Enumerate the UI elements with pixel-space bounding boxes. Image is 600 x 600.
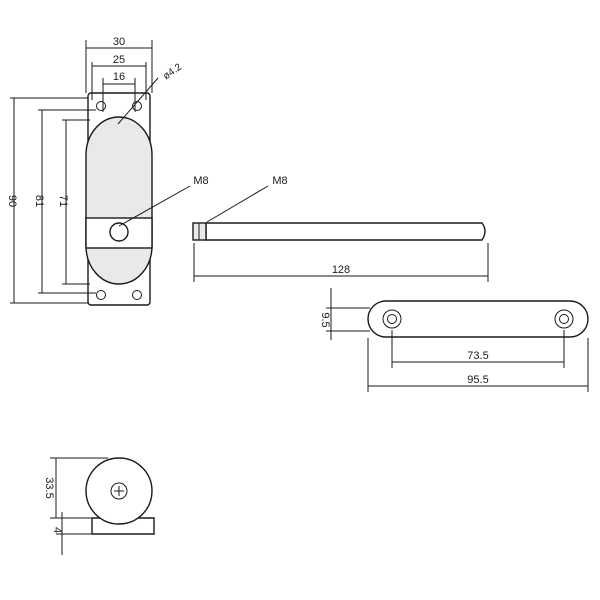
dim-height-71: 71 bbox=[57, 195, 69, 207]
label-m8-rod: M8 bbox=[272, 175, 287, 187]
plate-hole-right bbox=[559, 314, 569, 324]
plate-view: 9.5 73.5 95.5 bbox=[319, 288, 589, 392]
dim-width-30: 30 bbox=[113, 36, 125, 48]
side-hex-socket bbox=[110, 482, 128, 500]
plate-body bbox=[367, 300, 589, 338]
side-view: 33.5 4 bbox=[43, 457, 155, 555]
dim-width-16: 16 bbox=[113, 71, 125, 83]
dim-side-base: 4 bbox=[51, 527, 63, 533]
dim-hole-diameter: ø4.2 bbox=[161, 61, 184, 82]
dim-plate-height: 9.5 bbox=[319, 312, 331, 327]
rod-view: M8 128 bbox=[192, 175, 489, 282]
threaded-hole bbox=[109, 222, 129, 242]
dim-width-25: 25 bbox=[113, 54, 125, 66]
dim-rod-length: 128 bbox=[332, 264, 350, 276]
dim-plate-length: 95.5 bbox=[467, 374, 488, 386]
mount-hole-bottom-right bbox=[132, 290, 142, 300]
dim-height-90: 90 bbox=[6, 195, 18, 207]
mount-hole-top-left bbox=[96, 101, 106, 111]
front-body bbox=[85, 116, 153, 285]
mount-hole-bottom-left bbox=[96, 290, 106, 300]
plate-hole-left bbox=[387, 314, 397, 324]
dim-hole-spacing: 73.5 bbox=[467, 350, 488, 362]
dim-side-height: 33.5 bbox=[43, 477, 55, 498]
dim-height-81: 81 bbox=[33, 195, 45, 207]
rod-body bbox=[205, 222, 486, 241]
label-m8-front: M8 bbox=[193, 175, 208, 187]
front-view: 30 25 16 ø4.2 M8 90 81 71 bbox=[6, 36, 209, 306]
